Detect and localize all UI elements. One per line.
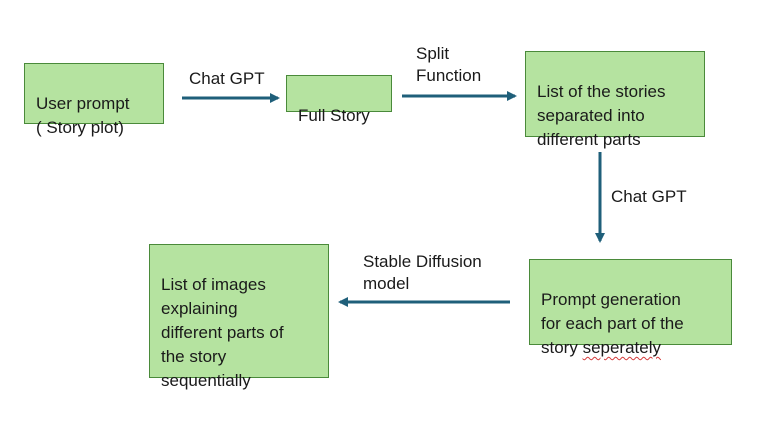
chatgpt-label-top: Chat GPT: [189, 69, 265, 88]
full-story-box: Full Story: [286, 75, 392, 125]
stable-diffusion-label: Stable Diffusion model: [363, 252, 482, 293]
image-list-box: List of images explaining different part…: [149, 244, 329, 390]
misspelled-word: seperately: [582, 338, 661, 357]
split-function-label: Split Function: [416, 44, 482, 85]
user-prompt-text: User prompt ( Story plot): [36, 94, 130, 137]
full-story-text: Full Story: [298, 106, 370, 125]
story-list-box: List of the stories separated into diffe…: [525, 51, 705, 149]
prompt-generation-text: Prompt generation for each part of the s…: [541, 290, 684, 357]
user-prompt-box: User prompt ( Story plot): [24, 63, 164, 137]
prompt-generation-box: Prompt generation for each part of the s…: [529, 259, 732, 357]
image-list-text: List of images explaining different part…: [161, 275, 284, 390]
story-list-text: List of the stories separated into diffe…: [537, 82, 666, 149]
chatgpt-label-right: Chat GPT: [611, 187, 687, 206]
